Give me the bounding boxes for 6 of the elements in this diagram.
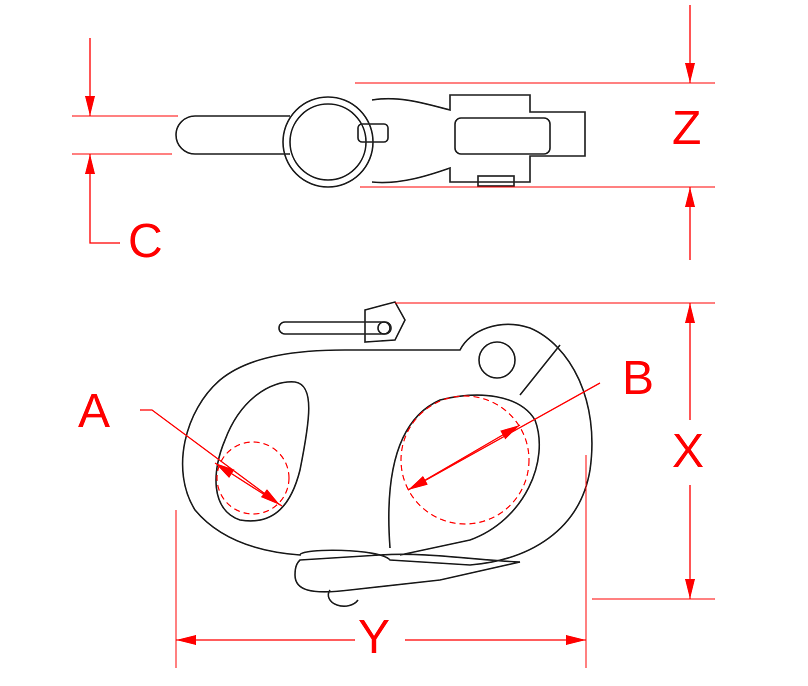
dimension-label: X <box>672 428 704 476</box>
dimension-label: C <box>128 218 163 266</box>
dimension-label: Z <box>672 105 702 153</box>
dimension-label: B <box>622 355 654 403</box>
dimension-label: Y <box>358 614 390 662</box>
dimension-label: A <box>78 388 110 436</box>
